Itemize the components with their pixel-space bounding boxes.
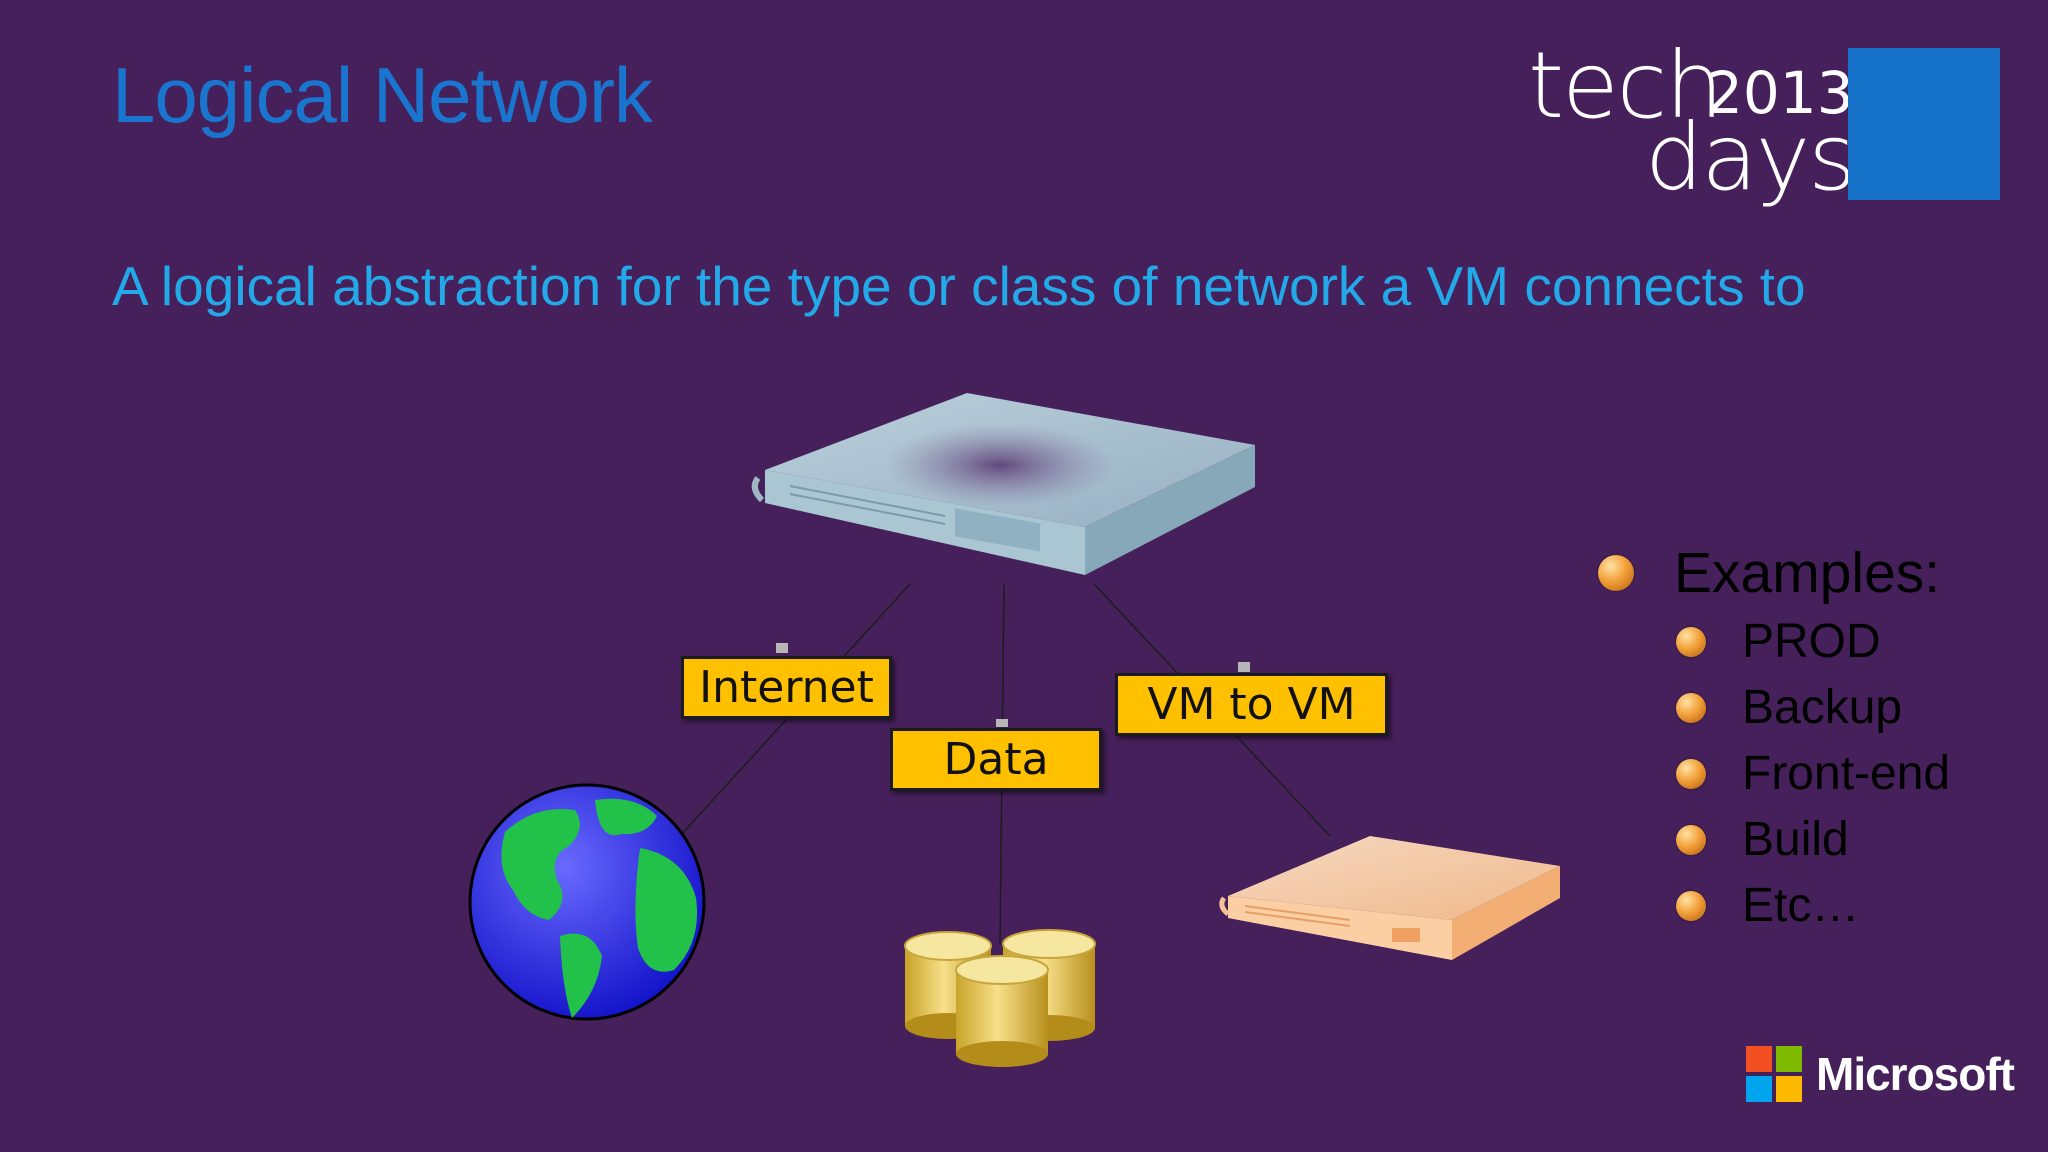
globe-icon bbox=[468, 783, 706, 1021]
techdays-days-text: days bbox=[1645, 104, 1856, 211]
label-vm-to-vm: VM to VM bbox=[1115, 673, 1388, 736]
label-data: Data bbox=[890, 728, 1102, 791]
techdays-tech-text: tech bbox=[1528, 32, 1724, 139]
database-icon bbox=[904, 929, 1096, 1067]
slide-subtitle: A logical abstraction for the type or cl… bbox=[112, 255, 1806, 317]
port-marker bbox=[776, 643, 788, 653]
label-internet: Internet bbox=[681, 656, 892, 719]
server-icon bbox=[751, 393, 1255, 575]
techdays-square-logo bbox=[1848, 48, 2000, 200]
vm-server-icon bbox=[1219, 836, 1560, 960]
microsoft-logo: Microsoft bbox=[1746, 1046, 2015, 1102]
microsoft-wordmark: Microsoft bbox=[1816, 1048, 2015, 1100]
techdays-year: 2013 bbox=[1706, 59, 1854, 127]
slide-title: Logical Network bbox=[112, 51, 653, 139]
microsoft-windows-icon bbox=[1746, 1046, 1802, 1102]
port-marker bbox=[1238, 662, 1250, 672]
port-marker bbox=[996, 719, 1008, 727]
